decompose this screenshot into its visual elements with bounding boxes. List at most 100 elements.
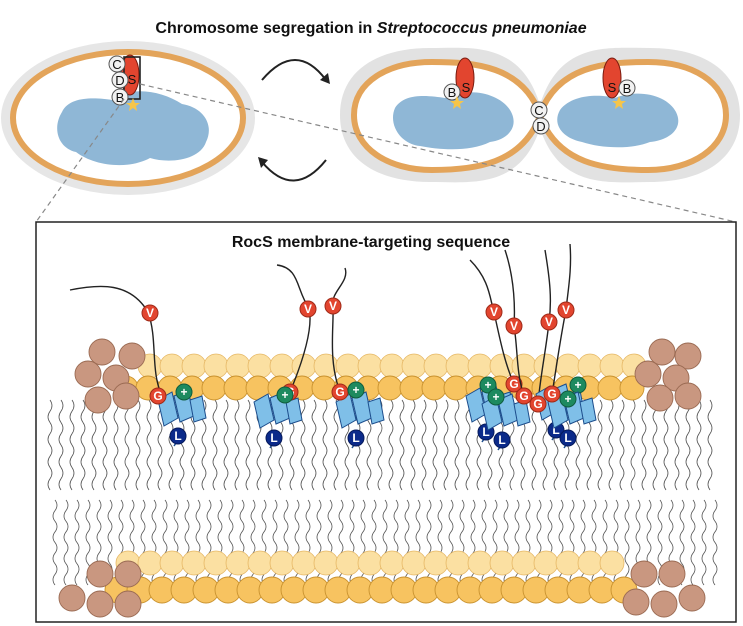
lipid-tail [212, 399, 218, 491]
star-icon [612, 96, 626, 109]
positive-residue [175, 383, 193, 401]
protein-c-label: C [112, 57, 121, 72]
return-arrow [261, 159, 327, 182]
rocs-protein [602, 57, 622, 99]
lipid-head [313, 550, 339, 576]
protein-d [532, 117, 550, 135]
lipid-tail [322, 399, 328, 491]
protein-b [443, 83, 461, 101]
rocs-peptides: VG+LVG+LVG+LVG+LVG+LVG+LVG+L [69, 243, 597, 451]
lipid-tail [124, 399, 130, 491]
lipid-tail [311, 399, 317, 491]
glycine-residue [505, 375, 523, 393]
lipid-tail [69, 399, 75, 491]
lipid-head [291, 550, 317, 576]
valine-residue [299, 300, 317, 318]
lipid-head [577, 550, 603, 576]
positive-residue-label: + [352, 383, 359, 397]
lipid-tail [454, 399, 460, 491]
lipid-head [114, 590, 142, 618]
lipid-tail [712, 499, 718, 586]
lipid-head [674, 382, 702, 410]
figure-title-species: Streptococcus pneumoniae [377, 20, 587, 37]
lipid-tail [696, 399, 702, 491]
arrow-head-icon [258, 157, 268, 168]
leucine-residue [493, 431, 511, 449]
protein-d-label: D [536, 119, 545, 134]
leucine-residue-label: L [498, 433, 505, 447]
rocs-label: S [128, 72, 137, 87]
nucleoid-left [392, 92, 514, 150]
lipid-head [421, 375, 447, 401]
lipid-head [555, 550, 581, 576]
lipid-head [114, 560, 142, 588]
valine-residue-label: V [304, 302, 312, 316]
lipid-tail [685, 399, 691, 491]
protein-c [108, 55, 126, 73]
lipid-head [181, 550, 207, 576]
positive-residue-label: + [180, 385, 187, 399]
figure-title: Chromosome segregation in Streptococcus … [155, 20, 586, 37]
single-cell: S C D B [1, 41, 255, 195]
star-icon [450, 96, 464, 109]
glycine-residue-label: G [547, 387, 556, 401]
lipid-head [423, 353, 449, 379]
valine-residue-label: V [510, 319, 518, 333]
lipid-head [622, 588, 650, 616]
lipid-tail [135, 399, 141, 491]
valine-residue [557, 301, 575, 319]
lipid-tail [333, 399, 339, 491]
glycine-residue [149, 387, 167, 405]
positive-residue-label: + [492, 390, 499, 404]
glycine-residue-label: G [533, 397, 542, 411]
glycine-residue-label: G [519, 389, 528, 403]
glycine-residue-label: G [509, 377, 518, 391]
lipid-tail [597, 399, 603, 491]
lipid-tail [234, 399, 240, 491]
protein-d-label: D [115, 73, 124, 88]
glycine-residue-label: G [335, 385, 344, 399]
lipid-head [489, 550, 515, 576]
valine-residue [324, 297, 342, 315]
lipid-head [401, 550, 427, 576]
valine-residue-label: V [490, 305, 498, 319]
lipid-head [84, 386, 112, 414]
glycine-residue [543, 385, 561, 403]
lipid-tail [223, 399, 229, 491]
leucine-residue [347, 429, 365, 447]
lipid-head [646, 384, 674, 412]
helix-turn [579, 397, 597, 425]
lipid-head [269, 550, 295, 576]
lipid-head [599, 353, 625, 379]
glycine-residue [515, 387, 533, 405]
protein-c-label: C [534, 103, 543, 118]
lipid-tail [52, 499, 58, 586]
lipid-head [357, 550, 383, 576]
valine-residue [505, 317, 523, 335]
valine-residue-label: V [562, 303, 570, 317]
lipid-head [201, 375, 227, 401]
lipid-head [630, 560, 658, 588]
lipid-head [357, 353, 383, 379]
lipid-tail [47, 399, 53, 491]
lipid-head [379, 353, 405, 379]
positive-residue [347, 381, 365, 399]
leucine-residue-label: L [564, 431, 571, 445]
lipid-head [648, 338, 676, 366]
lipid-tail [157, 399, 163, 491]
protein-b-label: B [448, 85, 457, 100]
lipid-head [533, 550, 559, 576]
lipid-head [634, 360, 662, 388]
division-arrow [261, 59, 327, 81]
positive-residue [276, 386, 294, 404]
lipid-head [401, 353, 427, 379]
lipid-tail [146, 399, 152, 491]
leucine-residue-label: L [352, 431, 359, 445]
helix-turn [367, 397, 385, 425]
leucine-residue-label: L [270, 431, 277, 445]
lipid-head [181, 353, 207, 379]
lipid-head [577, 353, 603, 379]
zoom-line-right [139, 83, 737, 223]
lipid-tail [641, 399, 647, 491]
positive-residue [487, 388, 505, 406]
